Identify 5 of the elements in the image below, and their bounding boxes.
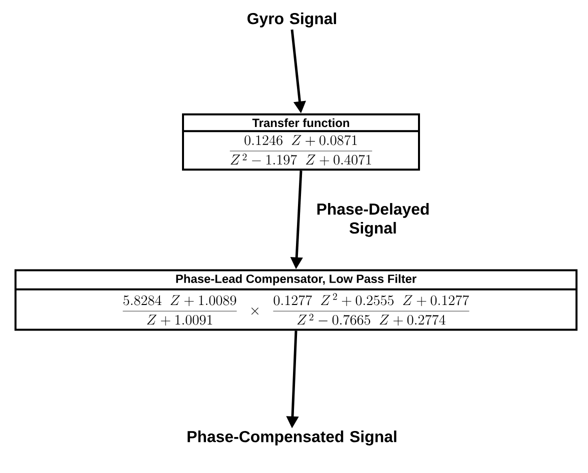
edge-label: Phase-Delayed Signal — [317, 203, 429, 237]
signal-label: Phase-Compensated Signal — [188, 430, 396, 446]
transfer-function-box: Phase-Lead Compensator, Low Pass Filter $\frac{5.8284\;\; Z + 1.0089}{Z + 1.0091} \times \frac{0.1277\;\; Z^{\,2} + 0.2555\;\; Z + 0.1277}{Z^{\,2} - 0.7665\;\; Z + 0.2774}$ — [14, 269, 578, 331]
signal-label: Gyro Signal — [247, 12, 336, 28]
transfer-function-box: Transfer function $\frac{0.1246\;\; Z + 0.0871}{Z^{\,2} - 1.197\;\; Z + 0.4071}$ — [182, 113, 420, 171]
